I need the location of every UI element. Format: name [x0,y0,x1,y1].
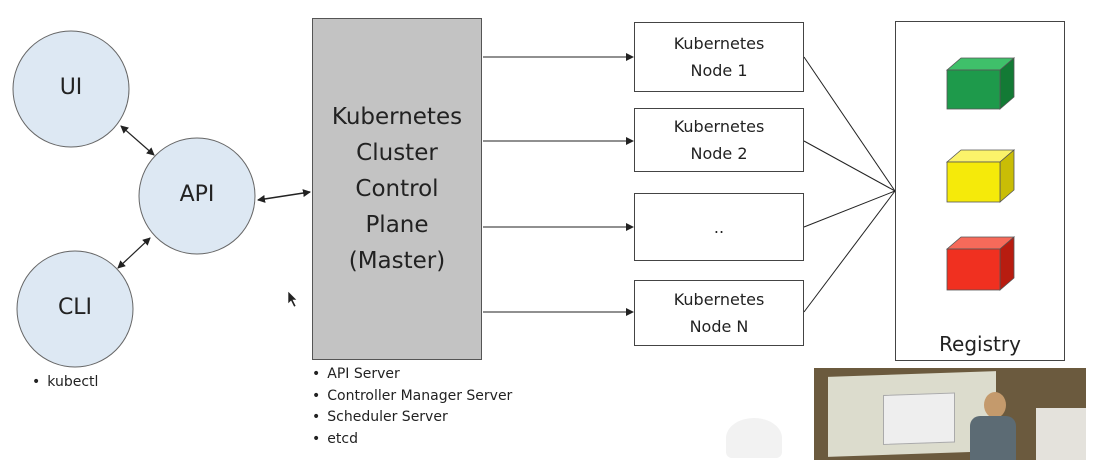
node-label: Kubernetes Node 1 [673,34,765,80]
ui-circle [12,30,130,148]
mouse-cursor-icon [287,290,298,308]
node-label: Kubernetes Node 2 [673,117,765,163]
cli-label: CLI [57,295,93,320]
cli-api-arrow [117,237,151,269]
cli-circle [16,250,134,368]
green-image-cube-icon [945,57,1016,110]
master-component-list: API Server Controller Manager Server Sch… [312,364,512,450]
api-label: API [179,182,215,207]
red-image-cube-icon [945,236,1016,291]
registry-box: Registry [895,21,1065,361]
master-component-item: API Server [312,364,512,386]
node2-registry-line [803,140,896,192]
ui-api-arrow [120,125,155,156]
master-component-item: etcd [312,429,512,451]
registry-label: Registry [939,332,1021,356]
node-box-4: Kubernetes Node N [634,280,804,346]
node-label: .. [713,217,725,237]
presenter-body [970,416,1016,460]
node-box-1: Kubernetes Node 1 [634,22,804,92]
api-circle [138,137,256,255]
control-plane-box: Kubernetes Cluster Control Plane (Master… [312,18,482,360]
node1-registry-line [803,56,896,192]
api-master-arrow [257,189,311,203]
node4-registry-line [803,190,896,313]
node-box-2: Kubernetes Node 2 [634,108,804,172]
registry-images [945,57,1016,291]
control-plane-label: Kubernetes Cluster Control Plane (Master… [331,104,463,274]
watermark-logo [726,418,782,458]
cli-bullet-item: kubectl [32,372,98,394]
yellow-image-cube-icon [945,149,1016,203]
node-box-3: .. [634,193,804,261]
master-component-item: Controller Manager Server [312,386,512,408]
master-component-item: Scheduler Server [312,407,512,429]
ui-label: UI [59,75,83,100]
cli-bullet-list: kubectl [32,372,98,394]
presenter-video-thumbnail [814,368,1086,460]
presenter-head [984,392,1006,418]
node-label: Kubernetes Node N [673,290,765,336]
printer-machine [1036,408,1086,460]
node3-registry-line [803,190,896,228]
